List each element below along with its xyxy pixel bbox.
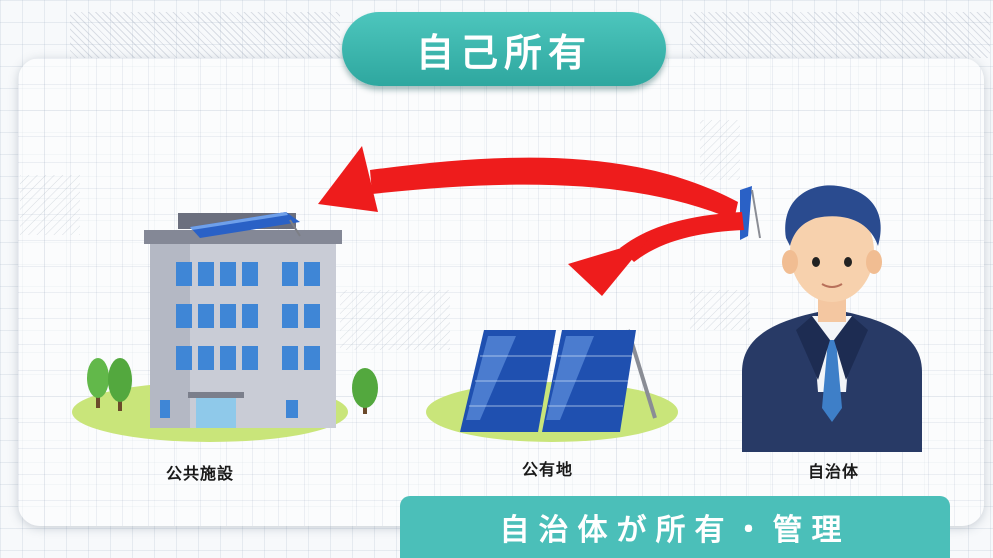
arrow-icon [318, 146, 738, 220]
background-hatch [690, 12, 990, 58]
label-public-land: 公有地 [522, 460, 574, 479]
ownership-banner: 自治体が所有・管理 [400, 496, 950, 558]
label-public-facility: 公共施設 [166, 464, 235, 483]
solar-panel-icon [460, 329, 657, 432]
arrow-icon [568, 212, 744, 296]
solar-panel-icon [740, 186, 761, 240]
tree-icon [87, 358, 132, 411]
building-icon [144, 212, 342, 428]
person-icon [742, 185, 922, 452]
label-municipality: 自治体 [808, 462, 860, 481]
background-hatch [70, 12, 340, 58]
page-title: 自己所有 [342, 12, 666, 86]
tree-icon [352, 368, 378, 414]
